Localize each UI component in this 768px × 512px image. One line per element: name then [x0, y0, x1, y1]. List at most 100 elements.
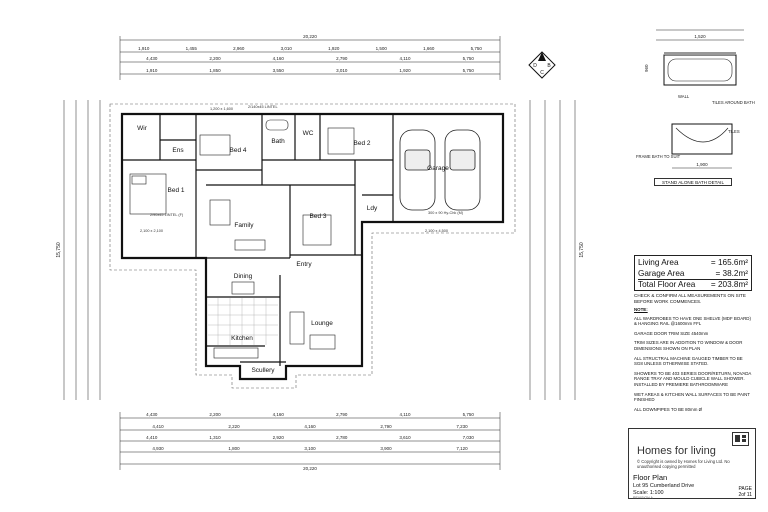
room-label-wir: Wir	[137, 125, 148, 132]
dining-table	[231, 281, 255, 295]
area-row-total: Total Floor Area = 203.8m²	[638, 279, 748, 291]
room-label-ens: Ens	[172, 147, 184, 154]
bottom-dim-row2-3: 2,790	[380, 424, 392, 429]
top-dim-row1-3: 3,010	[281, 46, 293, 51]
car-1-windscreen	[404, 149, 431, 171]
area-value: = 38.2m²	[715, 268, 748, 278]
room-label-entry: Entry	[296, 261, 312, 268]
bath-tub	[265, 119, 289, 131]
car-2-windscreen	[449, 149, 476, 171]
room-label-garage: Garage	[427, 165, 449, 172]
bottom-dim-row3-4: 3,610	[399, 435, 411, 440]
kitchen-tile-grid	[208, 298, 278, 345]
top-dim-row1-0: 1,910	[138, 46, 150, 51]
bottom-overall-dim: 20,220	[303, 466, 317, 471]
top-dim-row2-0: 4,430	[146, 56, 158, 61]
window-label-4: 2,100 x 2,100	[140, 229, 163, 233]
bottom-dim-row2-4: 7,230	[456, 424, 468, 429]
top-dim-row1-6: 1,660	[423, 46, 435, 51]
window-label-1: 2/90x45 LINTEL (F)	[150, 213, 184, 217]
room-label-ldy: Ldy	[367, 205, 378, 212]
area-value: = 203.8m²	[710, 280, 748, 289]
side-dimensions	[63, 100, 576, 400]
bath-dim-depth: 960	[644, 64, 649, 72]
drawing-scale: Scale: 1:100	[633, 490, 664, 496]
bottom-dim-row4-3: 3,900	[380, 446, 392, 451]
room-label-bed4: Bed 4	[230, 147, 247, 154]
room-label-lounge: Lounge	[311, 320, 333, 327]
bottom-dim-row3-2: 2,920	[273, 435, 285, 440]
family-table	[234, 239, 266, 251]
top-dim-row1-2: 2,960	[233, 46, 245, 51]
garage-cars	[399, 129, 481, 211]
bottom-dim-row3-5: 7,030	[463, 435, 475, 440]
area-label: Living Area	[638, 258, 679, 267]
window-label-2: 2/140x45 LINTEL	[248, 105, 278, 109]
copyright-note: © Copyright is owned by Homes for Living…	[637, 459, 730, 469]
area-row-living: Living Area = 165.6m²	[638, 258, 748, 269]
bottom-dim-row3-3: 2,780	[336, 435, 348, 440]
area-label: Total Floor Area	[638, 280, 696, 289]
notes-title: NOTE:	[634, 307, 648, 312]
top-dim-row3-5: 5,750	[463, 68, 475, 73]
compass-label-c: C	[540, 70, 544, 76]
bottom-dim-row4-0: 4,930	[152, 446, 164, 451]
bottom-dim-row1-0: 4,430	[146, 412, 158, 417]
lot-address: Lot 95 Cumberland Drive	[633, 483, 695, 489]
compass-label-d: D	[533, 63, 537, 69]
room-label-scullery: Scullery	[251, 367, 275, 374]
bottom-dim-row1-3: 2,790	[336, 412, 348, 417]
room-label-kitchen: Kitchen	[231, 335, 253, 342]
bed-1-pillow	[131, 175, 147, 185]
window-label-5: 1,200 x 1,600	[210, 107, 233, 111]
bath-label-wall: WALL	[678, 94, 690, 99]
page-label: PAGE	[738, 486, 752, 492]
area-row-garage: Garage Area = 38.2m²	[638, 269, 748, 280]
top-dim-row2-2: 4,160	[273, 56, 285, 61]
bottom-dim-row4-2: 3,100	[304, 446, 316, 451]
bottom-dim-row1-1: 2,200	[209, 412, 221, 417]
room-label-family: Family	[234, 222, 254, 229]
room-label-bed2: Bed 2	[354, 140, 371, 147]
top-dim-row1-4: 1,920	[328, 46, 340, 51]
top-dim-row3-2: 3,550	[273, 68, 285, 73]
bottom-dim-row3-1: 1,310	[209, 435, 221, 440]
bottom-dim-row2-2: 4,160	[304, 424, 316, 429]
note-item: TRIM SIZES ARE IN ADDITION TO WINDOW & D…	[634, 340, 743, 351]
revision: REVISION A	[633, 496, 653, 500]
brand-logo-icon	[732, 432, 749, 446]
top-dim-row1-7: 5,750	[471, 46, 483, 51]
compass-icon: A B C D	[528, 51, 556, 79]
bed-4-bed	[199, 134, 231, 156]
room-label-wc: WC	[303, 130, 314, 137]
top-dim-row3-1: 1,850	[209, 68, 221, 73]
room-label-bath: Bath	[271, 138, 285, 145]
bath-plan-tub	[667, 58, 733, 82]
compass-label-a: A	[540, 56, 544, 62]
note-item: ALL DOWNPIPES TO BE 80mm Ø	[634, 406, 702, 412]
lounge-sofa	[289, 311, 305, 345]
bottom-dim-row2-0: 4,410	[152, 424, 164, 429]
top-dim-row2-4: 4,110	[400, 56, 411, 61]
bottom-dim-row1-2: 4,160	[273, 412, 285, 417]
bath-dim-width: 1,520	[694, 34, 706, 39]
right-overall-dim: 15,750	[579, 242, 585, 258]
check-measurements-note: CHECK & CONFIRM ALL MEASUREMENTS ON SITE…	[634, 293, 746, 304]
top-dim-row2-1: 2,200	[209, 56, 221, 61]
top-dim-row3-0: 1,910	[146, 68, 158, 73]
note-item: ALL STRUCTRAL MACHINE GAUGED TIMBER TO B…	[634, 355, 743, 367]
note-item: SHOWERS TO BE 403 SERIES DOOR/RETURN, NO…	[634, 370, 752, 387]
drawing-title: Floor Plan	[633, 473, 668, 482]
bath-dim-section: 1,900	[696, 162, 708, 167]
area-label: Garage Area	[638, 268, 685, 278]
top-dim-row2-3: 2,790	[336, 56, 348, 61]
bottom-dim-row4-4: 7,120	[456, 446, 468, 451]
area-value: = 165.6m²	[710, 258, 748, 267]
family-sofa	[209, 199, 231, 226]
bath-label-tiles: TILES	[728, 129, 740, 134]
room-label-bed1: Bed 1	[168, 187, 185, 194]
bath-detail-caption: STAND ALONE BATH DETAIL	[654, 178, 732, 186]
lounge-chair	[309, 334, 336, 350]
bottom-dimensions	[119, 412, 501, 470]
furniture	[129, 119, 355, 359]
